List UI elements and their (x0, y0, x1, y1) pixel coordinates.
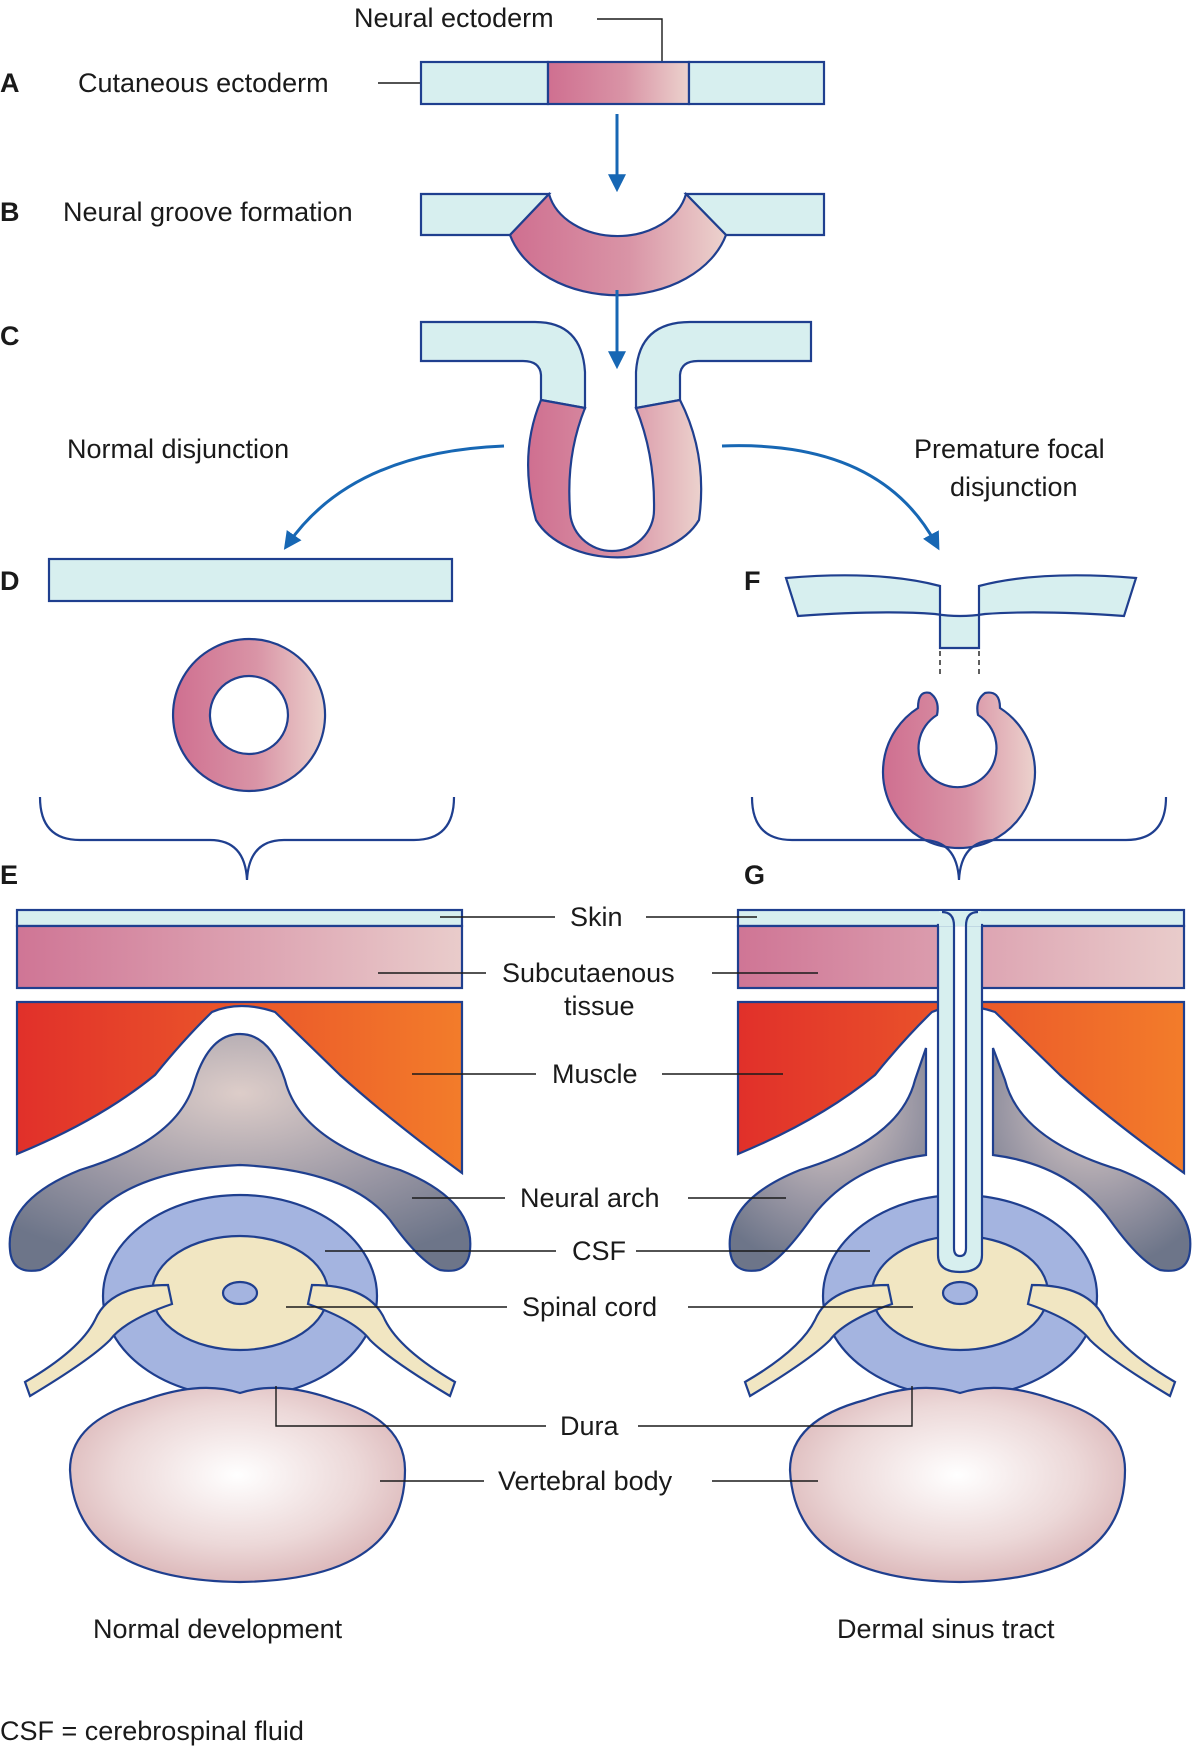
right-brace (750, 796, 1168, 881)
footnote: CSF = cerebrospinal fluid (0, 1716, 304, 1746)
subcutaneous-label-line1: Subcutaenous (502, 958, 675, 988)
premature-focal-label-line1: Premature focal (914, 434, 1105, 464)
caption-dermal-sinus-tract: Dermal sinus tract (837, 1614, 1055, 1644)
dermal-sinus-tract-lumen (952, 923, 968, 1258)
vertebral-body-label: Vertebral body (498, 1466, 673, 1496)
left-cross-section (8, 908, 472, 1584)
left-central-canal (221, 1280, 259, 1306)
skin-label: Skin (570, 902, 623, 932)
panel-c-neural-fold (419, 320, 813, 559)
right-nerve-root-right (1026, 1283, 1177, 1398)
left-subcutaneous-layer (15, 924, 464, 990)
csf-label: CSF (572, 1236, 626, 1266)
neural-arch-label: Neural arch (520, 1183, 660, 1213)
panel-letter-g: G (744, 860, 765, 890)
arrow-normal-disjunction (283, 444, 505, 550)
dura-label: Dura (560, 1411, 620, 1441)
panel-d-neural-tube (172, 637, 327, 793)
panel-f-open-neural-tube (881, 691, 1037, 850)
cutaneous-ectoderm-label: Cutaneous ectoderm (78, 68, 329, 98)
panel-letter-a: A (0, 68, 20, 98)
panel-f-ectoderm-with-stalk (784, 574, 1138, 650)
left-brace (38, 796, 456, 881)
left-skin-layer (15, 908, 464, 928)
spinal-cord-label: Spinal cord (522, 1292, 657, 1322)
left-muscle (15, 1000, 464, 1176)
subcutaneous-label-line2: tissue (564, 991, 635, 1021)
premature-focal-label-line2: disjunction (950, 472, 1078, 502)
panel-b-neural-groove (419, 191, 826, 297)
panel-letter-d: D (0, 566, 20, 596)
panel-letter-b: B (0, 197, 20, 227)
panel-letter-f: F (744, 566, 761, 596)
right-neural-arch-left (728, 1047, 928, 1272)
right-cross-section (728, 908, 1192, 1584)
muscle-label: Muscle (552, 1059, 638, 1089)
neural-ectoderm-label: Neural ectoderm (354, 3, 554, 33)
left-nerve-root-left (23, 1283, 174, 1398)
right-neural-arch-right (991, 1047, 1192, 1272)
normal-disjunction-label: Normal disjunction (67, 434, 289, 464)
right-central-canal (941, 1280, 979, 1306)
dura-leader-right (638, 1386, 913, 1427)
neural-groove-label: Neural groove formation (63, 197, 353, 227)
panel-letter-e: E (0, 860, 18, 890)
right-nerve-root-left (743, 1283, 894, 1398)
left-vertebral-body (68, 1386, 407, 1584)
panel-letter-c: C (0, 321, 20, 351)
panel-d-ectoderm-strip (47, 557, 454, 603)
left-neural-arch (8, 1032, 472, 1272)
neural-ectoderm-leader (597, 18, 663, 77)
caption-normal-development: Normal development (93, 1614, 343, 1644)
right-vertebral-body (788, 1386, 1127, 1584)
panel-a-ectoderm-strip (419, 60, 826, 106)
dura-leader-left (275, 1386, 546, 1427)
left-nerve-root-right (306, 1283, 457, 1398)
arrow-premature-disjunction (721, 444, 940, 551)
